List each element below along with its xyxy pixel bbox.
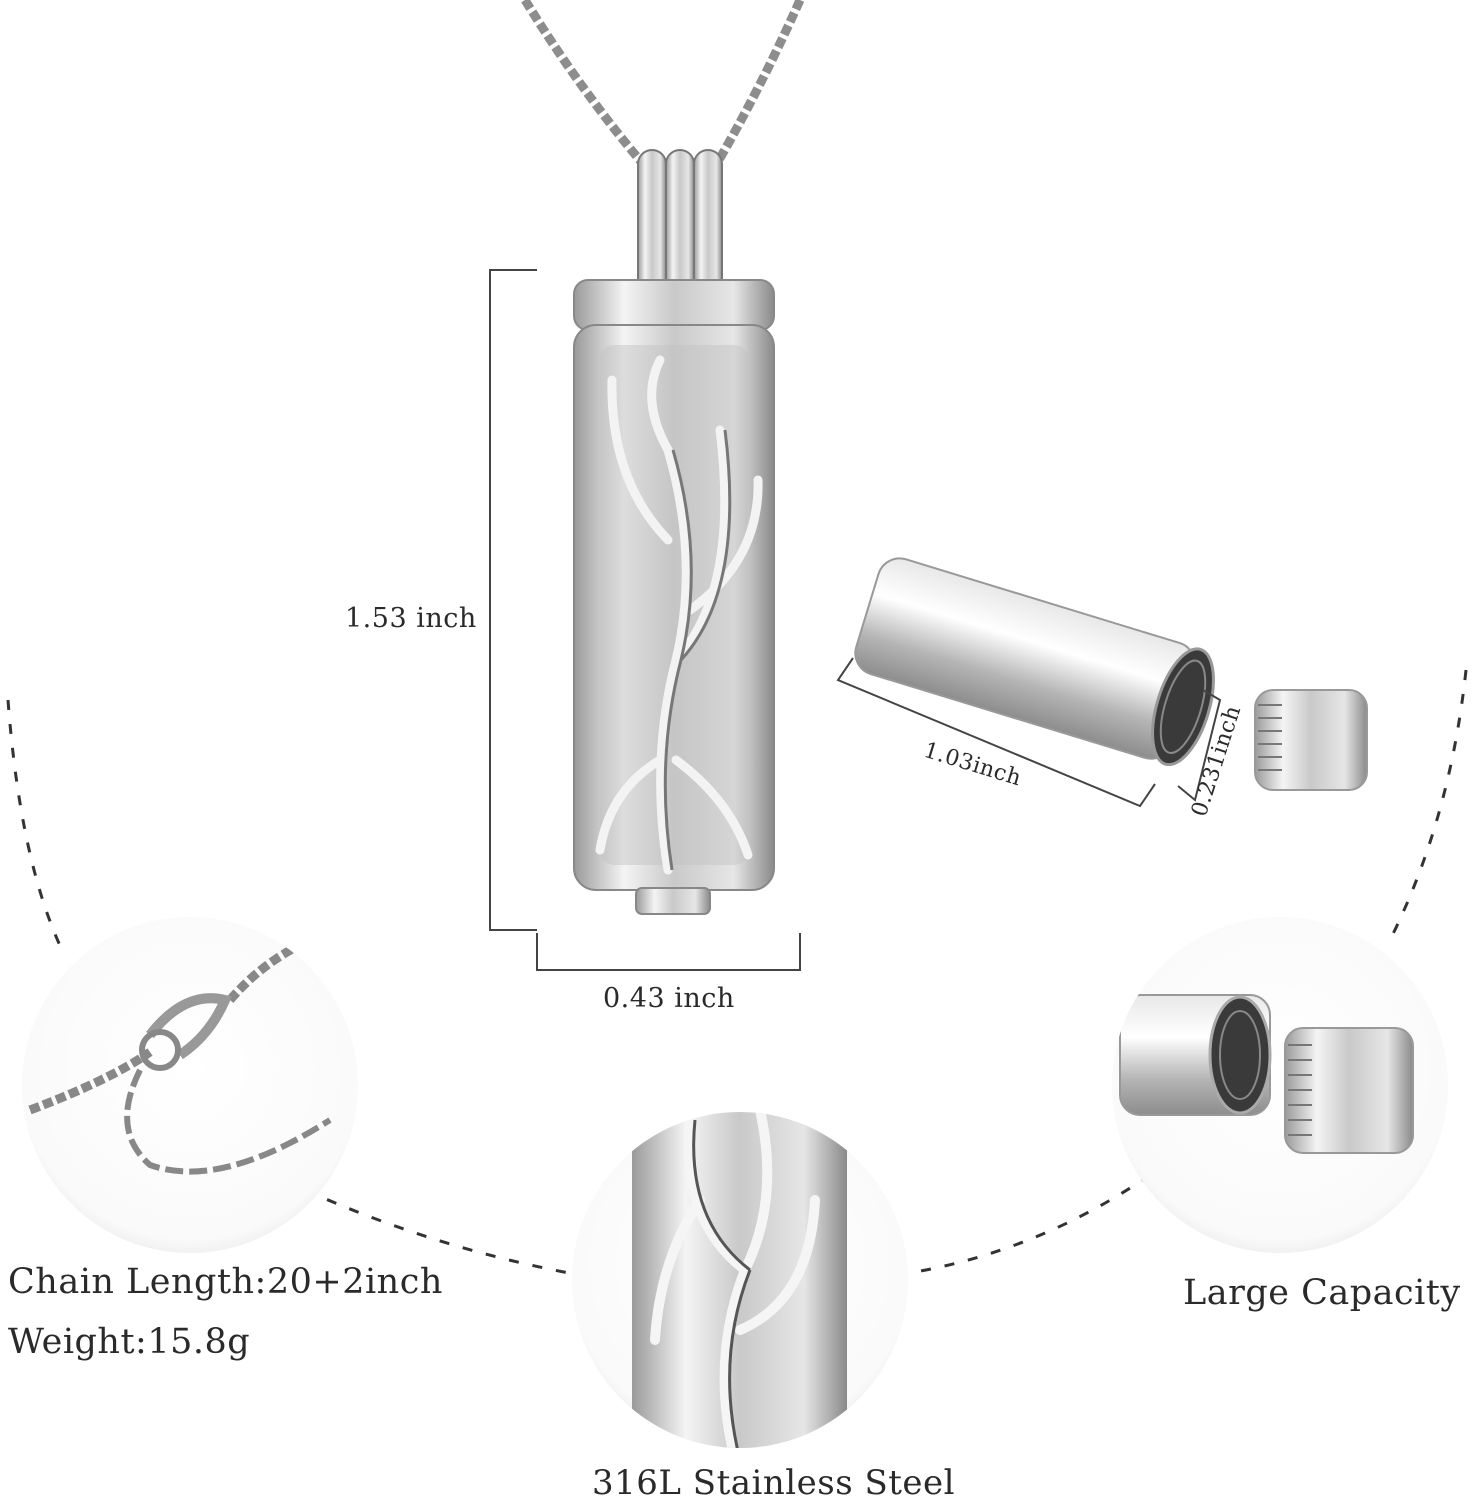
capsule-cap [1254, 689, 1368, 791]
width-dimension-label: 0.43 inch [603, 983, 735, 1014]
material-label: 316L Stainless Steel [592, 1463, 956, 1503]
capsule-dimension-lines [836, 657, 1222, 808]
capacity-label: Large Capacity [1183, 1273, 1461, 1313]
width-dimension-line [536, 933, 801, 971]
filigree-detail-circle [572, 1112, 908, 1448]
tree-of-life-filigree [595, 355, 763, 875]
capsule-tube [854, 557, 1215, 767]
height-dimension-label: 1.53 inch [345, 603, 477, 634]
necklace-chain [521, 0, 805, 175]
tree-of-life-shadow [663, 429, 732, 871]
chain-clasp-detail-circle [22, 917, 358, 1253]
dashed-arc-right [914, 669, 1468, 1274]
dashed-arc-left [6, 699, 581, 1277]
chain-length-label: Chain Length:20+2inch [8, 1262, 443, 1302]
capacity-detail-circle [1112, 917, 1448, 1253]
height-dimension-line [489, 269, 537, 931]
urn-pendant [573, 149, 775, 915]
weight-label: Weight:15.8g [8, 1322, 251, 1362]
